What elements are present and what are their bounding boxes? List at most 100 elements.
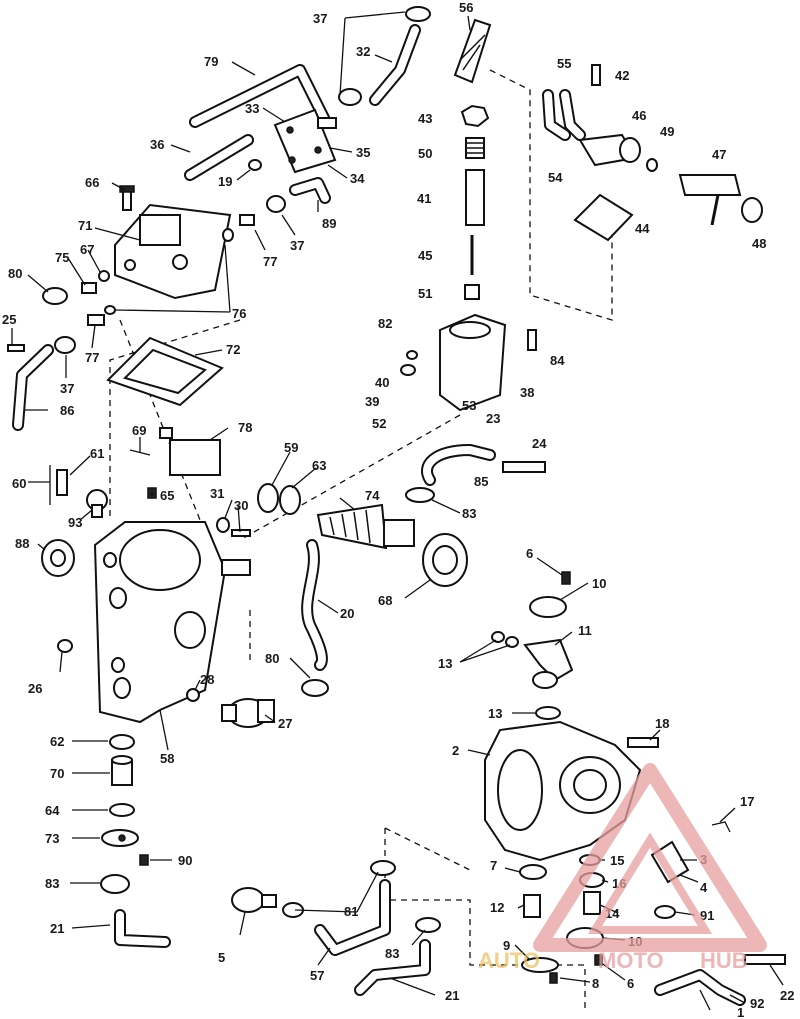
elbow-11	[523, 638, 574, 689]
hose-85	[421, 444, 496, 486]
callout-80-top: 80	[8, 266, 22, 281]
callout-2: 2	[452, 743, 459, 758]
callout-56: 56	[459, 0, 473, 15]
screw-90	[139, 854, 149, 866]
rings-82-40	[400, 350, 418, 376]
ring-26	[57, 639, 73, 653]
callout-27: 27	[278, 716, 292, 731]
hose-36	[184, 134, 254, 181]
callout-80-mid: 80	[265, 651, 279, 666]
callout-20: 20	[340, 606, 354, 621]
ring-62	[109, 734, 135, 750]
callout-81: 81	[344, 904, 358, 919]
callout-22: 22	[780, 988, 794, 1003]
callout-7: 7	[490, 858, 497, 873]
clamp-37-left	[54, 336, 76, 354]
fitting-93	[86, 489, 108, 518]
callout-36: 36	[150, 137, 164, 152]
ring-64	[109, 803, 135, 817]
callout-70: 70	[50, 766, 64, 781]
callout-37-top: 37	[313, 11, 327, 26]
filter-74	[316, 503, 415, 550]
callout-60: 60	[12, 476, 26, 491]
callout-50: 50	[418, 146, 432, 161]
fitting-12	[523, 894, 541, 918]
screw-6-top	[561, 571, 571, 585]
callout-41: 41	[417, 191, 431, 206]
callout-75: 75	[55, 250, 69, 265]
callout-43: 43	[418, 111, 432, 126]
callout-1: 1	[737, 1005, 744, 1019]
callout-6-top: 6	[526, 546, 533, 561]
hose-86	[12, 344, 54, 431]
callout-91: 91	[700, 908, 714, 923]
callout-31: 31	[210, 486, 224, 501]
callout-23: 23	[486, 411, 500, 426]
callout-13-mid: 13	[488, 706, 502, 721]
callout-19: 19	[218, 174, 232, 189]
callout-35: 35	[356, 145, 370, 160]
clamp-81-pair	[282, 860, 396, 918]
screw-8-6	[549, 954, 603, 984]
clamp-83-mid	[405, 487, 435, 503]
callout-30: 30	[234, 498, 248, 513]
callout-93: 93	[68, 515, 82, 530]
pin-69	[129, 449, 151, 456]
housing-58	[93, 521, 227, 724]
callout-74: 74	[365, 488, 380, 503]
plunger-70	[111, 755, 133, 786]
callout-63: 63	[312, 458, 326, 473]
small-parts-75-67	[81, 270, 110, 294]
callout-89: 89	[322, 216, 336, 231]
hose-20	[301, 539, 328, 671]
callout-61: 61	[90, 446, 104, 461]
callout-78: 78	[238, 420, 252, 435]
fitting-5	[231, 887, 277, 913]
callout-45: 45	[418, 248, 432, 263]
nut-68	[422, 533, 468, 587]
callout-37-left: 37	[60, 381, 74, 396]
callout-59: 59	[284, 440, 298, 455]
watermark-word-auto: AUTO	[478, 948, 540, 973]
callout-53: 53	[462, 398, 476, 413]
hose-55-54	[542, 89, 586, 141]
fitting-24	[502, 461, 546, 473]
rings-13	[491, 631, 561, 720]
plate-44	[573, 193, 634, 242]
callout-11: 11	[578, 623, 592, 638]
callout-21-bot: 21	[445, 988, 459, 1003]
cover-71	[114, 203, 232, 300]
callout-4: 4	[700, 880, 708, 895]
watermark-logo: AUTO MOTO HUB	[478, 763, 767, 973]
gaskets-59-63	[216, 483, 301, 576]
housing-38	[439, 313, 507, 412]
fitting-22	[744, 954, 786, 965]
callout-5: 5	[218, 950, 225, 965]
callout-13-top: 13	[438, 656, 452, 671]
plate-73	[101, 829, 139, 847]
watermark-triangle-inner	[587, 832, 713, 934]
callout-8: 8	[592, 976, 599, 991]
callout-84: 84	[550, 353, 565, 368]
fitting-14	[583, 891, 601, 915]
nut-43	[460, 104, 490, 128]
callout-64: 64	[45, 803, 60, 818]
callout-40: 40	[375, 375, 389, 390]
callout-88: 88	[15, 536, 29, 551]
callout-85: 85	[474, 474, 488, 489]
callout-39: 39	[365, 394, 379, 409]
callout-52: 52	[372, 416, 386, 431]
callout-77-left: 77	[85, 350, 99, 365]
callout-44: 44	[635, 221, 650, 236]
ring-7	[519, 864, 547, 880]
cap-48	[741, 197, 763, 223]
callout-17: 17	[740, 794, 754, 809]
callout-38: 38	[520, 385, 534, 400]
callout-15: 15	[610, 853, 624, 868]
bolt-18	[627, 737, 659, 748]
callout-69: 69	[132, 423, 146, 438]
callout-33: 33	[245, 101, 259, 116]
callout-66: 66	[85, 175, 99, 190]
callout-73: 73	[45, 831, 59, 846]
callout-83-left: 83	[45, 876, 59, 891]
